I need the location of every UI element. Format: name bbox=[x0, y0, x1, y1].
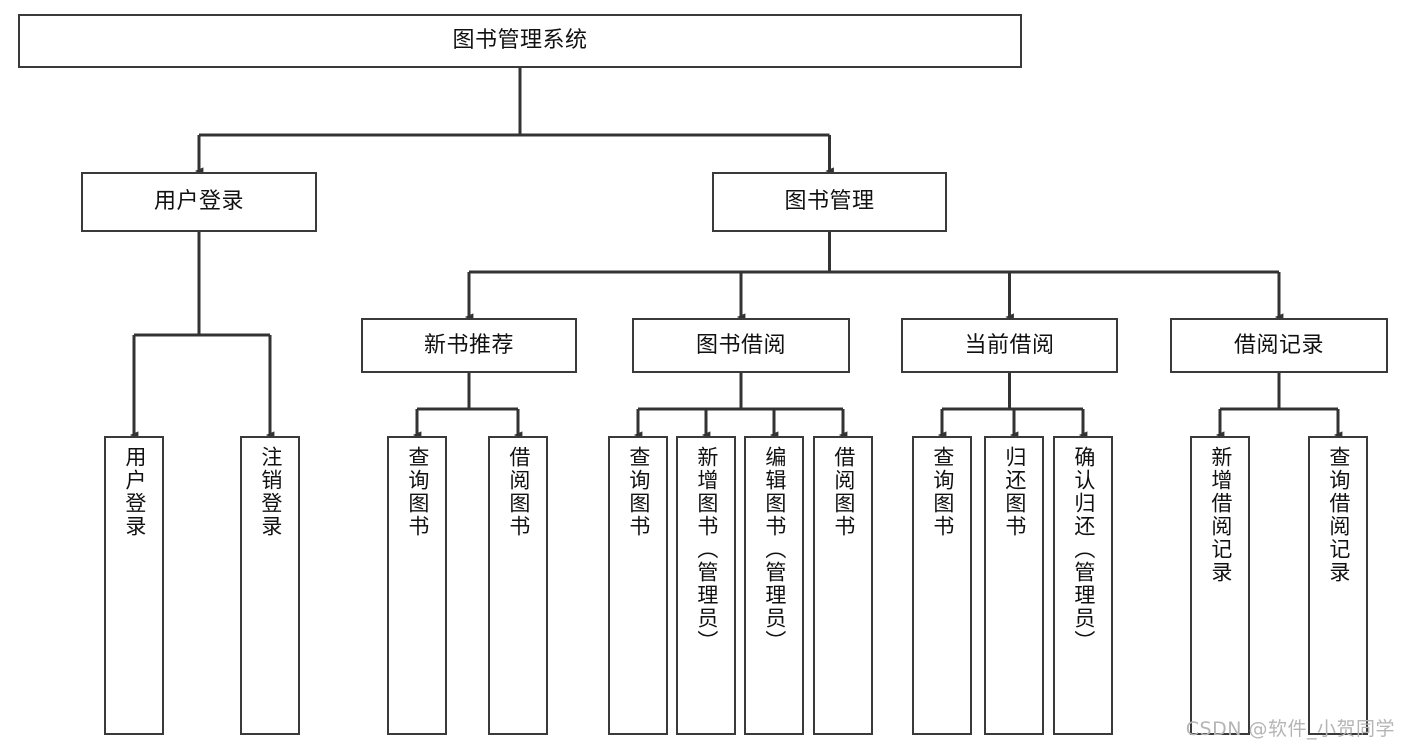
node-leaf-borrow-book-1[interactable]: 借阅图书 bbox=[488, 436, 548, 735]
node-leaf-query-book-3[interactable]: 查询图书 bbox=[912, 436, 972, 735]
node-current-borrow[interactable]: 当前借阅 bbox=[901, 318, 1118, 373]
node-leaf-borrow-book-2-label: 借阅图书 bbox=[831, 446, 856, 538]
node-leaf-query-book-2-label: 查询图书 bbox=[626, 446, 651, 538]
node-book-borrow[interactable]: 图书借阅 bbox=[632, 318, 850, 373]
node-book-manage-label: 图书管理 bbox=[784, 189, 875, 215]
node-leaf-add-record[interactable]: 新增借阅记录 bbox=[1190, 436, 1250, 735]
node-leaf-query-book-1-label: 查询图书 bbox=[405, 446, 430, 538]
node-leaf-borrow-book-1-label: 借阅图书 bbox=[506, 446, 531, 538]
node-leaf-add-record-label: 新增借阅记录 bbox=[1208, 446, 1233, 584]
node-new-book-recommend-label: 新书推荐 bbox=[423, 332, 514, 358]
node-leaf-user-login-label: 用户登录 bbox=[122, 446, 147, 538]
node-leaf-edit-book-label: 编辑图书（管理员） bbox=[762, 446, 787, 653]
node-new-book-recommend[interactable]: 新书推荐 bbox=[361, 318, 577, 373]
node-root-label: 图书管理系统 bbox=[452, 28, 588, 54]
node-user-login[interactable]: 用户登录 bbox=[81, 172, 317, 232]
node-borrow-record[interactable]: 借阅记录 bbox=[1170, 318, 1388, 373]
node-user-login-label: 用户登录 bbox=[153, 189, 244, 215]
node-leaf-add-book[interactable]: 新增图书（管理员） bbox=[676, 436, 736, 735]
node-book-manage[interactable]: 图书管理 bbox=[712, 172, 947, 232]
node-current-borrow-label: 当前借阅 bbox=[964, 332, 1055, 358]
node-leaf-edit-book[interactable]: 编辑图书（管理员） bbox=[744, 436, 804, 735]
node-leaf-confirm-return-label: 确认归还（管理员） bbox=[1071, 446, 1096, 653]
node-leaf-query-book-3-label: 查询图书 bbox=[930, 446, 955, 538]
node-book-borrow-label: 图书借阅 bbox=[695, 332, 786, 358]
node-leaf-logout[interactable]: 注销登录 bbox=[240, 436, 300, 735]
node-leaf-logout-label: 注销登录 bbox=[258, 446, 283, 538]
node-leaf-return-book[interactable]: 归还图书 bbox=[984, 436, 1044, 735]
node-leaf-user-login[interactable]: 用户登录 bbox=[104, 436, 164, 735]
node-leaf-return-book-label: 归还图书 bbox=[1002, 446, 1027, 538]
node-leaf-borrow-book-2[interactable]: 借阅图书 bbox=[813, 436, 873, 735]
node-leaf-query-record[interactable]: 查询借阅记录 bbox=[1308, 436, 1368, 735]
node-borrow-record-label: 借阅记录 bbox=[1233, 332, 1324, 358]
watermark-text: CSDN @软件_小贺同学 bbox=[1185, 718, 1395, 740]
node-leaf-confirm-return[interactable]: 确认归还（管理员） bbox=[1053, 436, 1113, 735]
node-leaf-add-book-label: 新增图书（管理员） bbox=[694, 446, 719, 653]
node-leaf-query-book-1[interactable]: 查询图书 bbox=[387, 436, 447, 735]
node-root[interactable]: 图书管理系统 bbox=[18, 14, 1022, 68]
node-leaf-query-record-label: 查询借阅记录 bbox=[1326, 446, 1351, 584]
node-leaf-query-book-2[interactable]: 查询图书 bbox=[608, 436, 668, 735]
